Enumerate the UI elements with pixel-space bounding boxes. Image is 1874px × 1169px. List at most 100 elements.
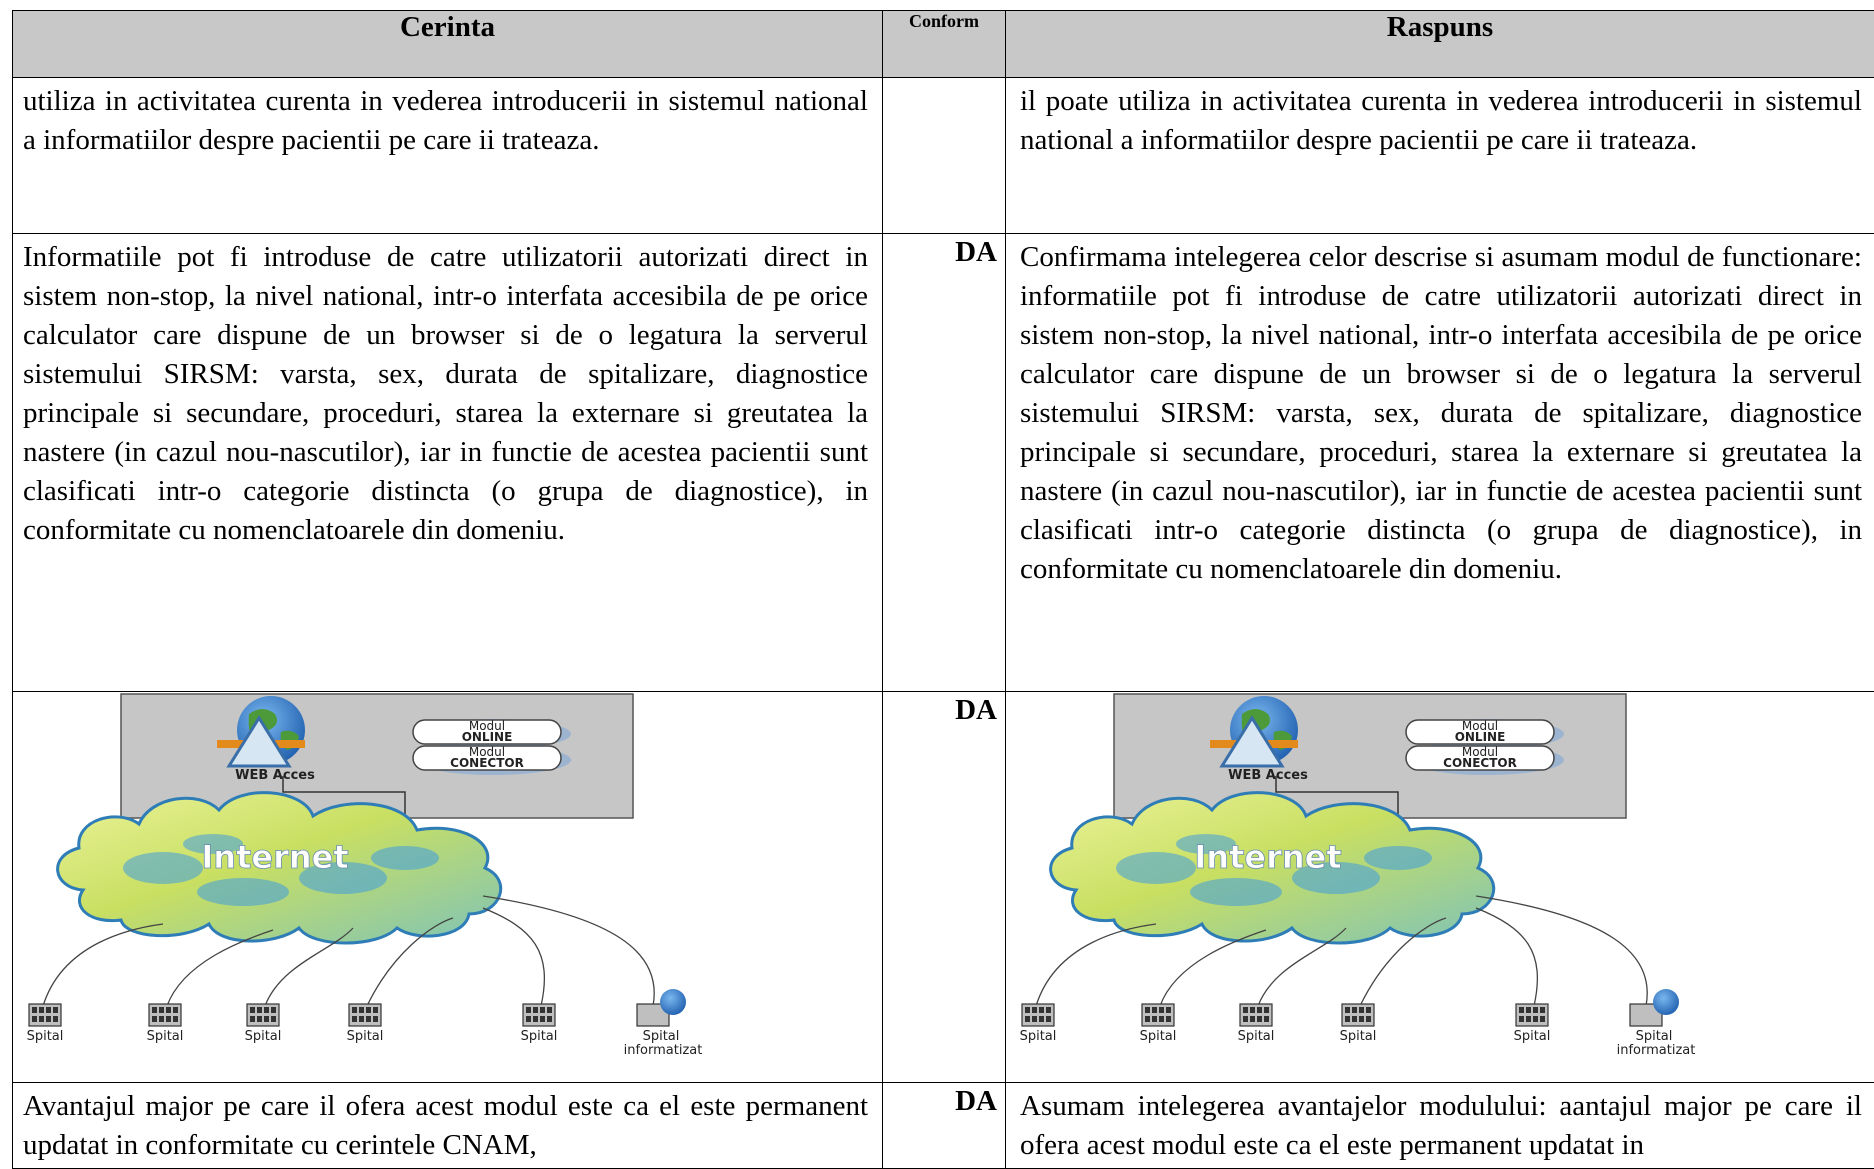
server-slot — [1166, 1016, 1171, 1022]
spital-label: Spital — [1238, 1029, 1275, 1044]
server-slot — [1345, 1016, 1350, 1022]
server-slot — [1519, 1007, 1524, 1013]
web-acces-label: WEB Acces — [1228, 768, 1308, 783]
web-acces-label: WEB Acces — [235, 768, 315, 783]
server-slot — [1159, 1007, 1164, 1013]
server-slot — [1352, 1016, 1357, 1022]
spital-informatizat-label-1: Spital — [643, 1029, 680, 1044]
server-slot — [1257, 1016, 1262, 1022]
network-diagram: WEB AccesModulONLINEModulCONECTORInterne… — [13, 692, 879, 1082]
spital-label: Spital — [147, 1029, 184, 1044]
link-line — [43, 924, 163, 1006]
raspuns-cell: Confirmama intelegerea celor descrise si… — [1006, 234, 1874, 589]
server-slot — [257, 1016, 262, 1022]
table-row: utiliza in activitatea curenta in vedere… — [13, 78, 1874, 234]
spital-label: Spital — [521, 1029, 558, 1044]
conform-cell: DA — [883, 234, 1005, 269]
table-row: Informatiile pot fi introduse de catre u… — [13, 234, 1874, 692]
server-slot — [32, 1016, 37, 1022]
cloud-shade — [1116, 852, 1196, 884]
server-slot — [32, 1007, 37, 1013]
server-slot — [373, 1007, 378, 1013]
server-slot — [533, 1007, 538, 1013]
server-slot — [1264, 1007, 1269, 1013]
server-slot — [359, 1007, 364, 1013]
server-slot — [39, 1016, 44, 1022]
server-slot — [366, 1007, 371, 1013]
cloud-shade — [1190, 878, 1282, 906]
table-row: Avantajul major pe care il ofera acest m… — [13, 1083, 1874, 1169]
raspuns-cell: Asumam intelegerea avantajelor modulului… — [1006, 1083, 1874, 1165]
server-slot — [526, 1016, 531, 1022]
spital-label: Spital — [347, 1029, 384, 1044]
server-slot — [46, 1007, 51, 1013]
server-slot — [1243, 1007, 1248, 1013]
internet-label: Internet — [1194, 838, 1341, 876]
network-diagram: WEB AccesModulONLINEModulCONECTORInterne… — [1006, 692, 1872, 1082]
link-line — [483, 908, 544, 1006]
server-slot — [264, 1016, 269, 1022]
server-slot — [1352, 1007, 1357, 1013]
server-slot — [1264, 1016, 1269, 1022]
server-slot — [159, 1007, 164, 1013]
server-slot — [1039, 1016, 1044, 1022]
server-slot — [1533, 1007, 1538, 1013]
server-slot — [53, 1007, 58, 1013]
server-slot — [39, 1007, 44, 1013]
cerinta-cell: Informatiile pot fi introduse de catre u… — [13, 234, 882, 550]
table-header-row: Cerinta Conform Raspuns — [13, 11, 1874, 78]
server-slot — [1159, 1016, 1164, 1022]
cloud-shade — [197, 878, 289, 906]
server-slot — [526, 1007, 531, 1013]
server-slot — [1046, 1016, 1051, 1022]
spital-label: Spital — [1340, 1029, 1377, 1044]
server-slot — [1345, 1007, 1350, 1013]
spital-label: Spital — [1020, 1029, 1057, 1044]
server-slot — [1359, 1016, 1364, 1022]
server-slot — [152, 1016, 157, 1022]
modul-conector-pill-line2: CONECTOR — [1443, 756, 1517, 770]
modul-online-pill-line2: ONLINE — [462, 730, 513, 744]
server-slot — [352, 1007, 357, 1013]
spital-informatizat-label-1: Spital — [1636, 1029, 1673, 1044]
cloud-shade — [1364, 846, 1432, 870]
server-slot — [1243, 1016, 1248, 1022]
server-slot — [1526, 1007, 1531, 1013]
server-slot — [1152, 1007, 1157, 1013]
cerinta-cell: utiliza in activitatea curenta in vedere… — [13, 78, 882, 160]
conform-cell — [883, 78, 1005, 80]
server-slot — [1250, 1016, 1255, 1022]
link-line — [1476, 908, 1537, 1006]
server-slot — [257, 1007, 262, 1013]
server-slot — [547, 1007, 552, 1013]
server-slot — [533, 1016, 538, 1022]
server-slot — [547, 1016, 552, 1022]
raspuns-cell: il poate utiliza in activitatea curenta … — [1006, 78, 1874, 160]
modul-conector-pill-line2: CONECTOR — [450, 756, 524, 770]
cloud-shade — [371, 846, 439, 870]
server-slot — [1166, 1007, 1171, 1013]
conform-cell: DA — [883, 692, 1005, 727]
server-slot — [1046, 1007, 1051, 1013]
server-slot — [264, 1007, 269, 1013]
server-slot — [373, 1016, 378, 1022]
spital-label: Spital — [27, 1029, 64, 1044]
server-slot — [540, 1007, 545, 1013]
server-slot — [250, 1016, 255, 1022]
server-slot — [366, 1016, 371, 1022]
server-slot — [1533, 1016, 1538, 1022]
server-slot — [1039, 1007, 1044, 1013]
server-slot — [152, 1007, 157, 1013]
server-slot — [173, 1016, 178, 1022]
server-slot — [250, 1007, 255, 1013]
link-line — [1476, 896, 1647, 1006]
server-slot — [271, 1016, 276, 1022]
server-slot — [166, 1007, 171, 1013]
spital-label: Spital — [1514, 1029, 1551, 1044]
server-slot — [1540, 1016, 1545, 1022]
server-slot — [1025, 1016, 1030, 1022]
server-slot — [1145, 1007, 1150, 1013]
server-slot — [1519, 1016, 1524, 1022]
